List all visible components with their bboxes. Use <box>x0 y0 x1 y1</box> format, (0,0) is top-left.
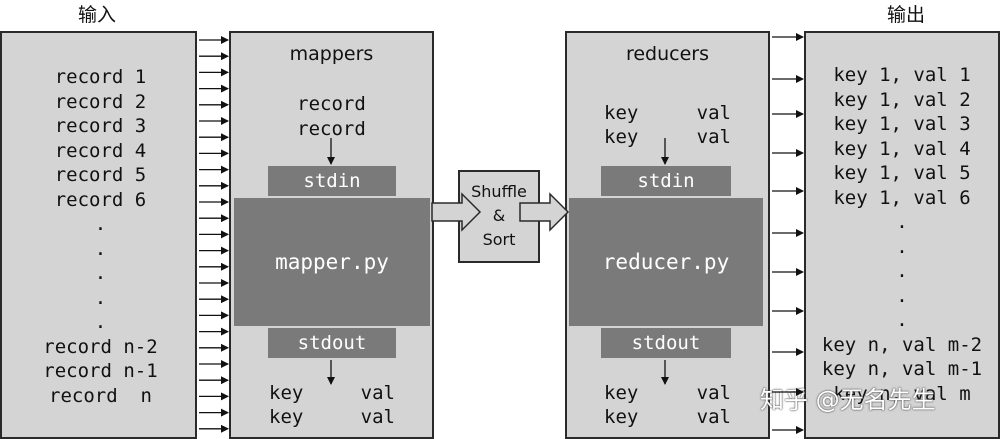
pair-key: key <box>604 102 639 124</box>
record-line: record n <box>49 384 152 407</box>
sort-label: Sort <box>482 230 516 249</box>
record-line: key n, val m-1 <box>821 358 983 380</box>
pair-val: val <box>696 406 731 428</box>
ellipsis-dot: . <box>896 211 908 233</box>
mapper-output-pair: key val <box>269 381 395 405</box>
input-arrows <box>199 36 229 433</box>
record-line: key 1, val 3 <box>833 113 971 135</box>
pair-key: key <box>269 406 304 428</box>
record-line: key n, val m <box>833 382 971 405</box>
output-arrows <box>772 33 804 434</box>
record-line: record 6 <box>54 188 147 211</box>
reducer-output-pair: key val <box>604 405 731 429</box>
ellipsis-dot: . <box>896 284 908 307</box>
ellipsis-dot: . <box>94 237 107 260</box>
mappers-title: mappers <box>289 43 374 65</box>
record-line: key 1, val 6 <box>833 186 971 209</box>
ellipsis-dot: . <box>896 235 908 258</box>
reducer-stdin: stdin <box>601 166 731 196</box>
pair-val: val <box>696 382 731 404</box>
pair-key: key <box>269 382 304 404</box>
reducers-title: reducers <box>625 43 710 65</box>
pair-key: key <box>604 406 639 428</box>
pair-val: val <box>696 102 731 124</box>
reducer-input-pair: key val <box>604 101 731 125</box>
reducer-input-pair: key val <box>604 125 731 149</box>
reducer-output-pair: key val <box>604 381 731 405</box>
record-line: key 1, val 4 <box>833 137 971 160</box>
mapper-right-block <box>396 198 430 326</box>
record-line: record 5 <box>54 164 147 186</box>
ellipsis-dot: . <box>94 262 107 284</box>
mapper-input-line: record <box>297 93 366 115</box>
record-line: record n-1 <box>43 360 158 382</box>
reducer-script: reducer.py <box>601 198 731 326</box>
pair-val: val <box>360 382 395 404</box>
reducer-stdout: stdout <box>601 328 731 358</box>
record-line: record 1 <box>54 66 147 88</box>
pair-val: val <box>696 126 731 148</box>
ellipsis-dot: . <box>94 311 107 333</box>
mapper-input-line: record <box>297 118 366 140</box>
record-line: record n-2 <box>43 335 158 358</box>
watermark-text: 知乎 @无名先生 <box>760 386 936 414</box>
mapper-left-block <box>234 198 268 326</box>
input-title: 输入 <box>78 4 117 26</box>
output-title: 输出 <box>887 4 926 26</box>
shuffle-to-reducer-arrow <box>519 192 570 232</box>
pair-val: val <box>360 406 395 428</box>
record-line: key n, val m-2 <box>821 333 983 356</box>
ellipsis-dot: . <box>896 260 908 282</box>
ellipsis-dot: . <box>896 309 908 331</box>
record-line: record 2 <box>54 90 147 113</box>
ellipsis-dot: . <box>94 286 107 309</box>
mapper-to-shuffle-arrow <box>431 192 482 232</box>
pair-key: key <box>604 126 639 148</box>
reducer-right-block <box>731 198 763 326</box>
shuffle-label: Shuffle <box>471 182 527 201</box>
pair-key: key <box>604 382 639 404</box>
mapper-script: mapper.py <box>268 198 396 326</box>
mapper-stdin: stdin <box>268 166 396 196</box>
ellipsis-dot: . <box>94 213 107 235</box>
mapper-output-pair: key val <box>269 405 395 429</box>
ampersand-label: & <box>492 206 506 225</box>
record-line: key 1, val 2 <box>833 88 971 111</box>
record-line: record 4 <box>54 139 147 162</box>
record-line: key 1, val 1 <box>833 64 971 86</box>
mapper-stdout: stdout <box>268 328 396 358</box>
record-line: record 3 <box>54 115 147 137</box>
reducer-left-block <box>569 198 601 326</box>
record-line: key 1, val 5 <box>833 162 971 184</box>
